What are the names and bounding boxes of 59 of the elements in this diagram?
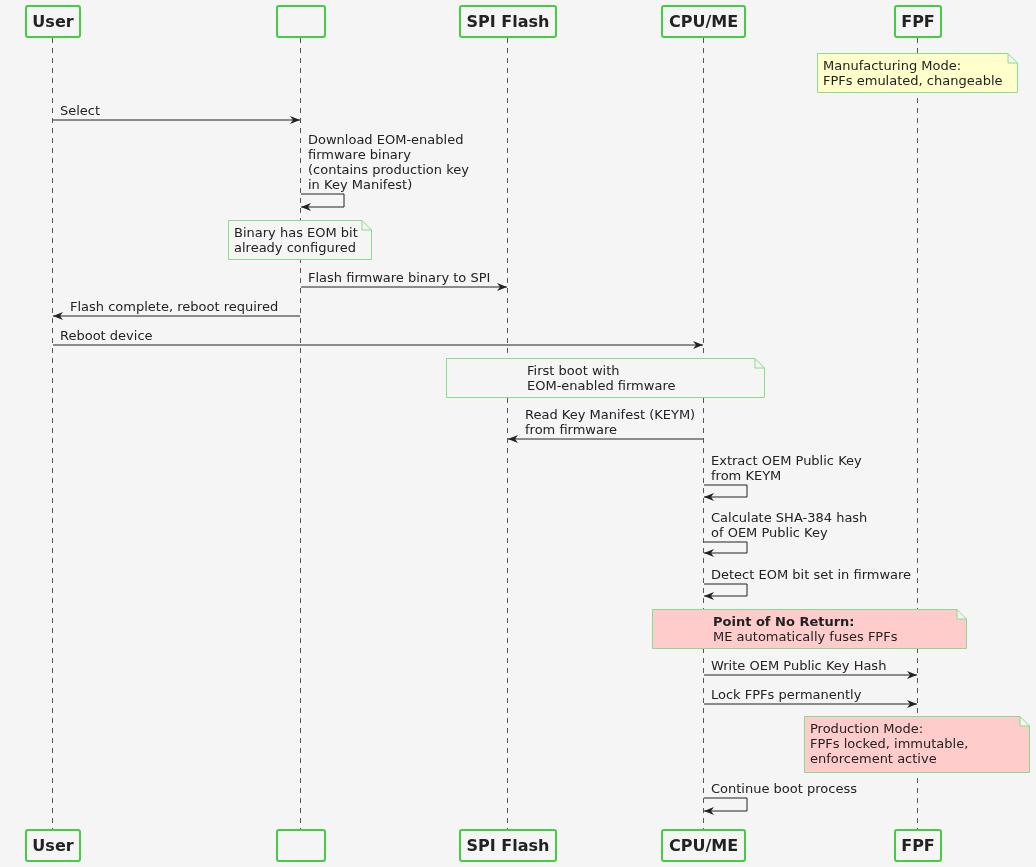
lifeline (703, 38, 704, 829)
note (446, 358, 765, 398)
participant-box (459, 829, 557, 862)
note-text: Binary has EOM bit already configured (234, 225, 359, 255)
participant-box (25, 5, 81, 38)
message-label: Detect EOM bit set in firmware (711, 567, 912, 582)
lifeline (300, 38, 301, 829)
participant-box (894, 5, 942, 38)
note-text: Production Mode: (810, 721, 924, 736)
participant-name: CPU/ME (668, 12, 739, 31)
message-label: Read Key Manifest (KEYM) from firmware (525, 407, 697, 437)
participant-box (276, 5, 326, 38)
self-message-arrow (703, 541, 748, 557)
participant-box (661, 829, 746, 862)
participant-name: User (32, 836, 74, 855)
self-message-arrow (703, 484, 748, 501)
message-label: Lock FPFs permanently (711, 687, 862, 702)
lifeline (52, 38, 53, 829)
note-text: Point of No Return: (713, 614, 855, 629)
participant-name: User (32, 12, 74, 31)
note-text: FPFs locked, immutable, enforcement active (810, 736, 970, 766)
participant-box (459, 5, 557, 38)
message-arrow (52, 312, 301, 320)
participant-box (661, 5, 746, 38)
self-message-arrow (300, 193, 345, 211)
message-label: Flash firmware binary to SPI (308, 270, 491, 285)
note (817, 53, 1018, 93)
note (804, 716, 1030, 773)
participant-box (894, 829, 942, 862)
participant-name: SPI Flash (466, 12, 550, 31)
message-label: Flash complete, reboot required (70, 299, 279, 314)
message-arrow (703, 671, 918, 679)
message-label: Continue boot process (711, 781, 857, 796)
self-message-arrow (703, 583, 748, 600)
participant-name: FPF (901, 836, 935, 855)
message-label: Calculate SHA-384 hash of OEM Public Key (711, 510, 869, 540)
message-label: Write OEM Public Key Hash (711, 658, 887, 673)
message-arrow (703, 700, 918, 708)
participant-box (25, 829, 81, 862)
message-label: Select (60, 103, 101, 118)
note-text: FPFs emulated, changeable (823, 73, 1003, 88)
note-text: First boot with EOM-enabled firmware (527, 363, 677, 393)
note (228, 220, 372, 260)
message-arrow (507, 435, 704, 443)
message-label: Extract OEM Public Key from KEYM (711, 453, 863, 483)
note-text: Manufacturing Mode: (823, 58, 962, 73)
message-label: Reboot device (60, 328, 153, 343)
note-text: ME automatically fuses FPFs (713, 629, 898, 644)
message-arrow (52, 341, 704, 349)
participant-name: FPF (901, 12, 935, 31)
message-arrow (300, 283, 508, 291)
note (652, 609, 967, 649)
participant-box (276, 829, 326, 862)
lifeline (507, 38, 508, 829)
participant-name: SPI Flash (466, 836, 550, 855)
message-arrow (52, 116, 301, 124)
self-message-arrow (703, 797, 748, 815)
participant-name: CPU/ME (668, 836, 739, 855)
message-label: Download EOM-enabled firmware binary (contains production key in Key Manifest) (308, 132, 470, 192)
